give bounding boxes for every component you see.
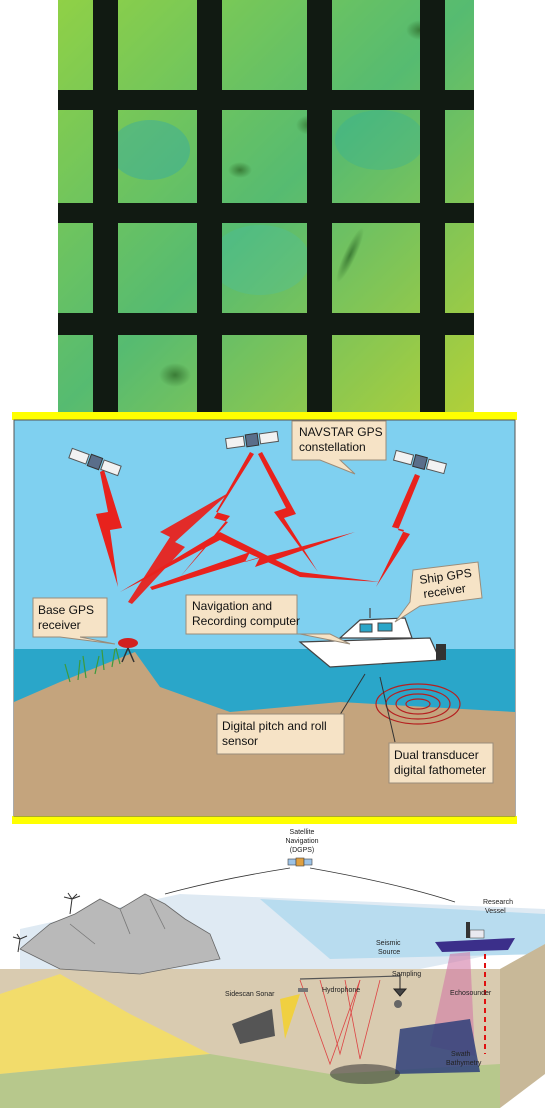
gps-survey-diagram: NAVSTAR GPS constellation Ship GPS recei… bbox=[12, 412, 517, 824]
swath-label-2: Bathymetry bbox=[446, 1060, 482, 1067]
seafloor-survey-panel: Satellite Navigation (DGPS) Research Ves… bbox=[0, 824, 545, 1108]
base-gps-label-2: receiver bbox=[38, 618, 81, 632]
sampling-tool-icon bbox=[392, 974, 408, 997]
satellite-label-2: Navigation bbox=[285, 838, 318, 845]
swath-patch bbox=[395, 1019, 480, 1074]
top-yellow-bar bbox=[12, 412, 517, 420]
base-gps-callout bbox=[32, 597, 116, 645]
seismic-label-1: Seismic bbox=[376, 940, 401, 947]
bottom-yellow-bar bbox=[12, 816, 517, 824]
satellite-icon-center bbox=[224, 430, 280, 450]
pitch-roll-callout bbox=[216, 713, 345, 755]
navstar-label-1: NAVSTAR GPS bbox=[299, 425, 383, 439]
satellite-label-1: Satellite bbox=[290, 829, 315, 836]
satellite-icon-right bbox=[392, 449, 448, 475]
base-gps-label-1: Base GPS bbox=[38, 603, 94, 617]
base-gps-receiver-icon bbox=[118, 638, 138, 663]
sidescan-label: Sidescan Sonar bbox=[225, 991, 275, 998]
navigation-label-2: Recording computer bbox=[192, 614, 300, 628]
seismic-label-2: Source bbox=[378, 949, 400, 956]
ship-gps-label-2: receiver bbox=[422, 581, 466, 601]
navigation-label-1: Navigation and bbox=[192, 599, 272, 613]
pitch-roll-label-2: sensor bbox=[222, 734, 258, 748]
transducer-callout bbox=[388, 742, 494, 784]
transducer-label-2: digital fathometer bbox=[394, 763, 486, 777]
sidescan-beam bbox=[280, 994, 300, 1039]
hydrophone-streamer bbox=[299, 975, 401, 980]
research-vessel-label-2: Vessel bbox=[485, 908, 506, 915]
reeds-icon bbox=[64, 647, 121, 683]
ship-gps-callout bbox=[394, 561, 483, 623]
swath-label-1: Swath bbox=[451, 1051, 471, 1058]
satellite-label-3: (DGPS) bbox=[290, 847, 315, 854]
palm-tree-icon bbox=[12, 892, 81, 953]
grid-closeup-panel bbox=[0, 0, 545, 412]
sidescan-patch bbox=[232, 1009, 275, 1044]
seismic-rays bbox=[299, 979, 381, 1066]
echosounder-label: Echosounder bbox=[450, 990, 492, 997]
grid-closeup-image bbox=[58, 0, 474, 412]
transducer-label-1: Dual transducer bbox=[394, 748, 479, 762]
signal-bolts bbox=[96, 452, 420, 604]
navstar-label-2: constellation bbox=[299, 440, 366, 454]
research-vessel-icon bbox=[435, 922, 515, 952]
navstar-callout bbox=[291, 420, 387, 475]
boat-icon bbox=[298, 608, 446, 668]
navigation-callout bbox=[185, 594, 351, 645]
satellite-icon bbox=[287, 857, 313, 867]
pitch-roll-label-1: Digital pitch and roll bbox=[222, 719, 327, 733]
hydrophone-label: Hydrophone bbox=[322, 987, 360, 994]
research-vessel-label-1: Research bbox=[483, 899, 513, 906]
seafloor-survey-diagram: Satellite Navigation (DGPS) Research Ves… bbox=[0, 829, 545, 1108]
gps-survey-panel: NAVSTAR GPS constellation Ship GPS recei… bbox=[0, 412, 545, 824]
satellite-icon-left bbox=[68, 447, 122, 477]
sampling-label: Sampling bbox=[392, 971, 421, 978]
